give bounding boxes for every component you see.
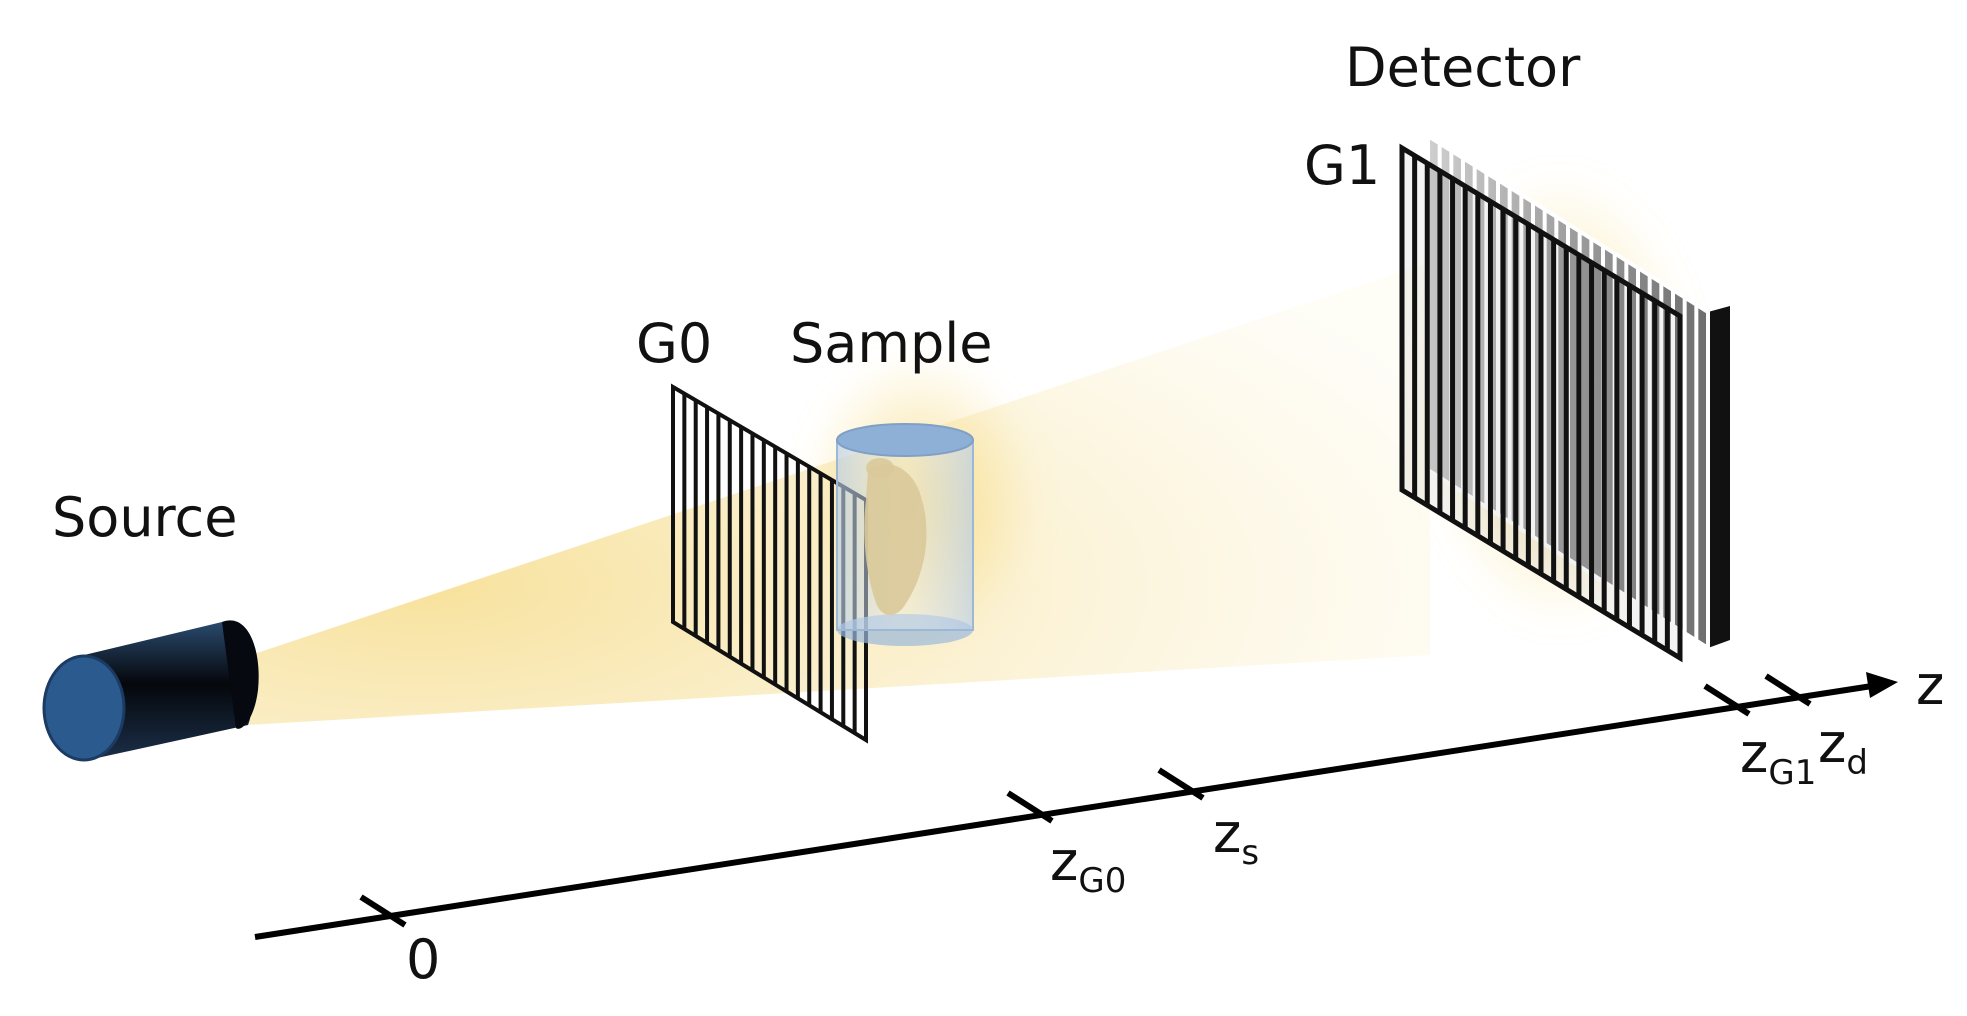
g1-label: G1: [1304, 134, 1380, 197]
source-icon: [42, 620, 259, 762]
detector-label: Detector: [1345, 36, 1581, 99]
axis-tick: [359, 894, 407, 928]
axis-label: z: [1916, 654, 1944, 717]
g0-grating-frame: [671, 383, 868, 744]
tick-label-zd: zd: [1818, 712, 1868, 783]
detector-edge: [1708, 306, 1730, 648]
tick-label-zg0: zG0: [1050, 830, 1126, 901]
axis-tick: [1764, 673, 1812, 707]
mouse-in-tube-icon: [836, 423, 974, 646]
axis-ticks: [359, 673, 1812, 928]
axis-tick: [1006, 790, 1054, 824]
sample-label: Sample: [790, 312, 992, 375]
source-label: Source: [52, 486, 237, 549]
axis-tick: [1157, 767, 1205, 801]
z-axis: [254, 672, 1898, 940]
tick-label-zg1: zG1: [1740, 722, 1816, 793]
tick-label-zs: zs: [1213, 802, 1259, 873]
axis-tick: [1703, 683, 1751, 717]
tick-label-0: 0: [406, 928, 440, 991]
g0-grating-icon: [671, 383, 868, 744]
g1-grating-icon: [1399, 143, 1683, 663]
g0-label: G0: [636, 312, 712, 375]
